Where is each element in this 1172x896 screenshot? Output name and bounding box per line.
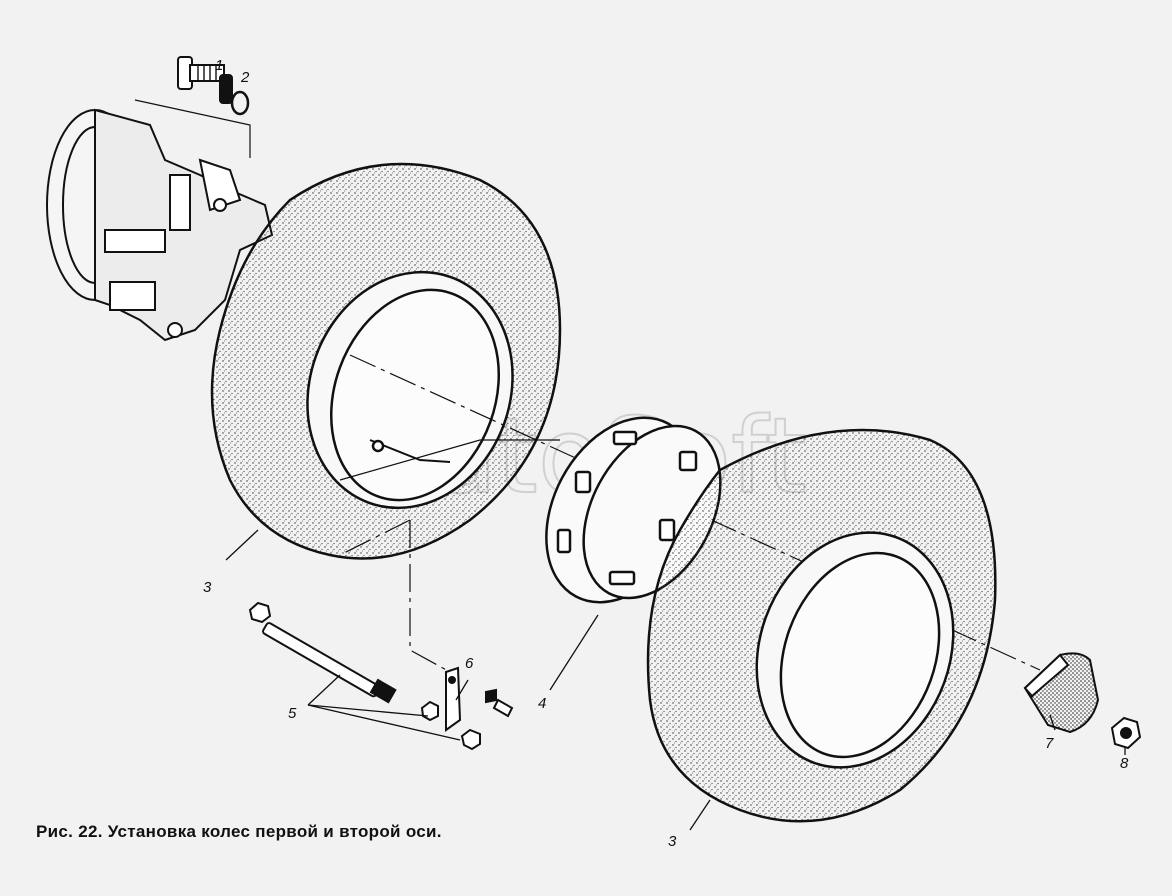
leader-lines bbox=[225, 529, 1126, 831]
tire-inner bbox=[210, 162, 562, 560]
hub-assembly bbox=[46, 99, 274, 342]
washer-part bbox=[230, 90, 250, 116]
nut-part bbox=[1110, 716, 1142, 750]
tire-outer bbox=[646, 428, 997, 823]
callout-8: 8 bbox=[1120, 755, 1129, 772]
spacer-ring bbox=[545, 416, 722, 604]
callout-4: 4 bbox=[538, 695, 546, 712]
callout-3-outer: 3 bbox=[668, 833, 677, 850]
callout-1: 1 bbox=[215, 57, 223, 74]
callout-7: 7 bbox=[1045, 735, 1054, 752]
callout-6: 6 bbox=[465, 655, 474, 672]
callout-2: 2 bbox=[240, 69, 250, 86]
callout-5: 5 bbox=[288, 705, 297, 722]
bracket-part bbox=[445, 666, 514, 751]
bolt-part bbox=[177, 56, 233, 104]
valve-extension-part bbox=[248, 601, 439, 722]
callout-3-inner: 3 bbox=[203, 579, 212, 596]
figure-caption: Рис. 22. Установка колес первой и второй… bbox=[36, 822, 442, 841]
wheel-clamp-part bbox=[1023, 652, 1100, 734]
